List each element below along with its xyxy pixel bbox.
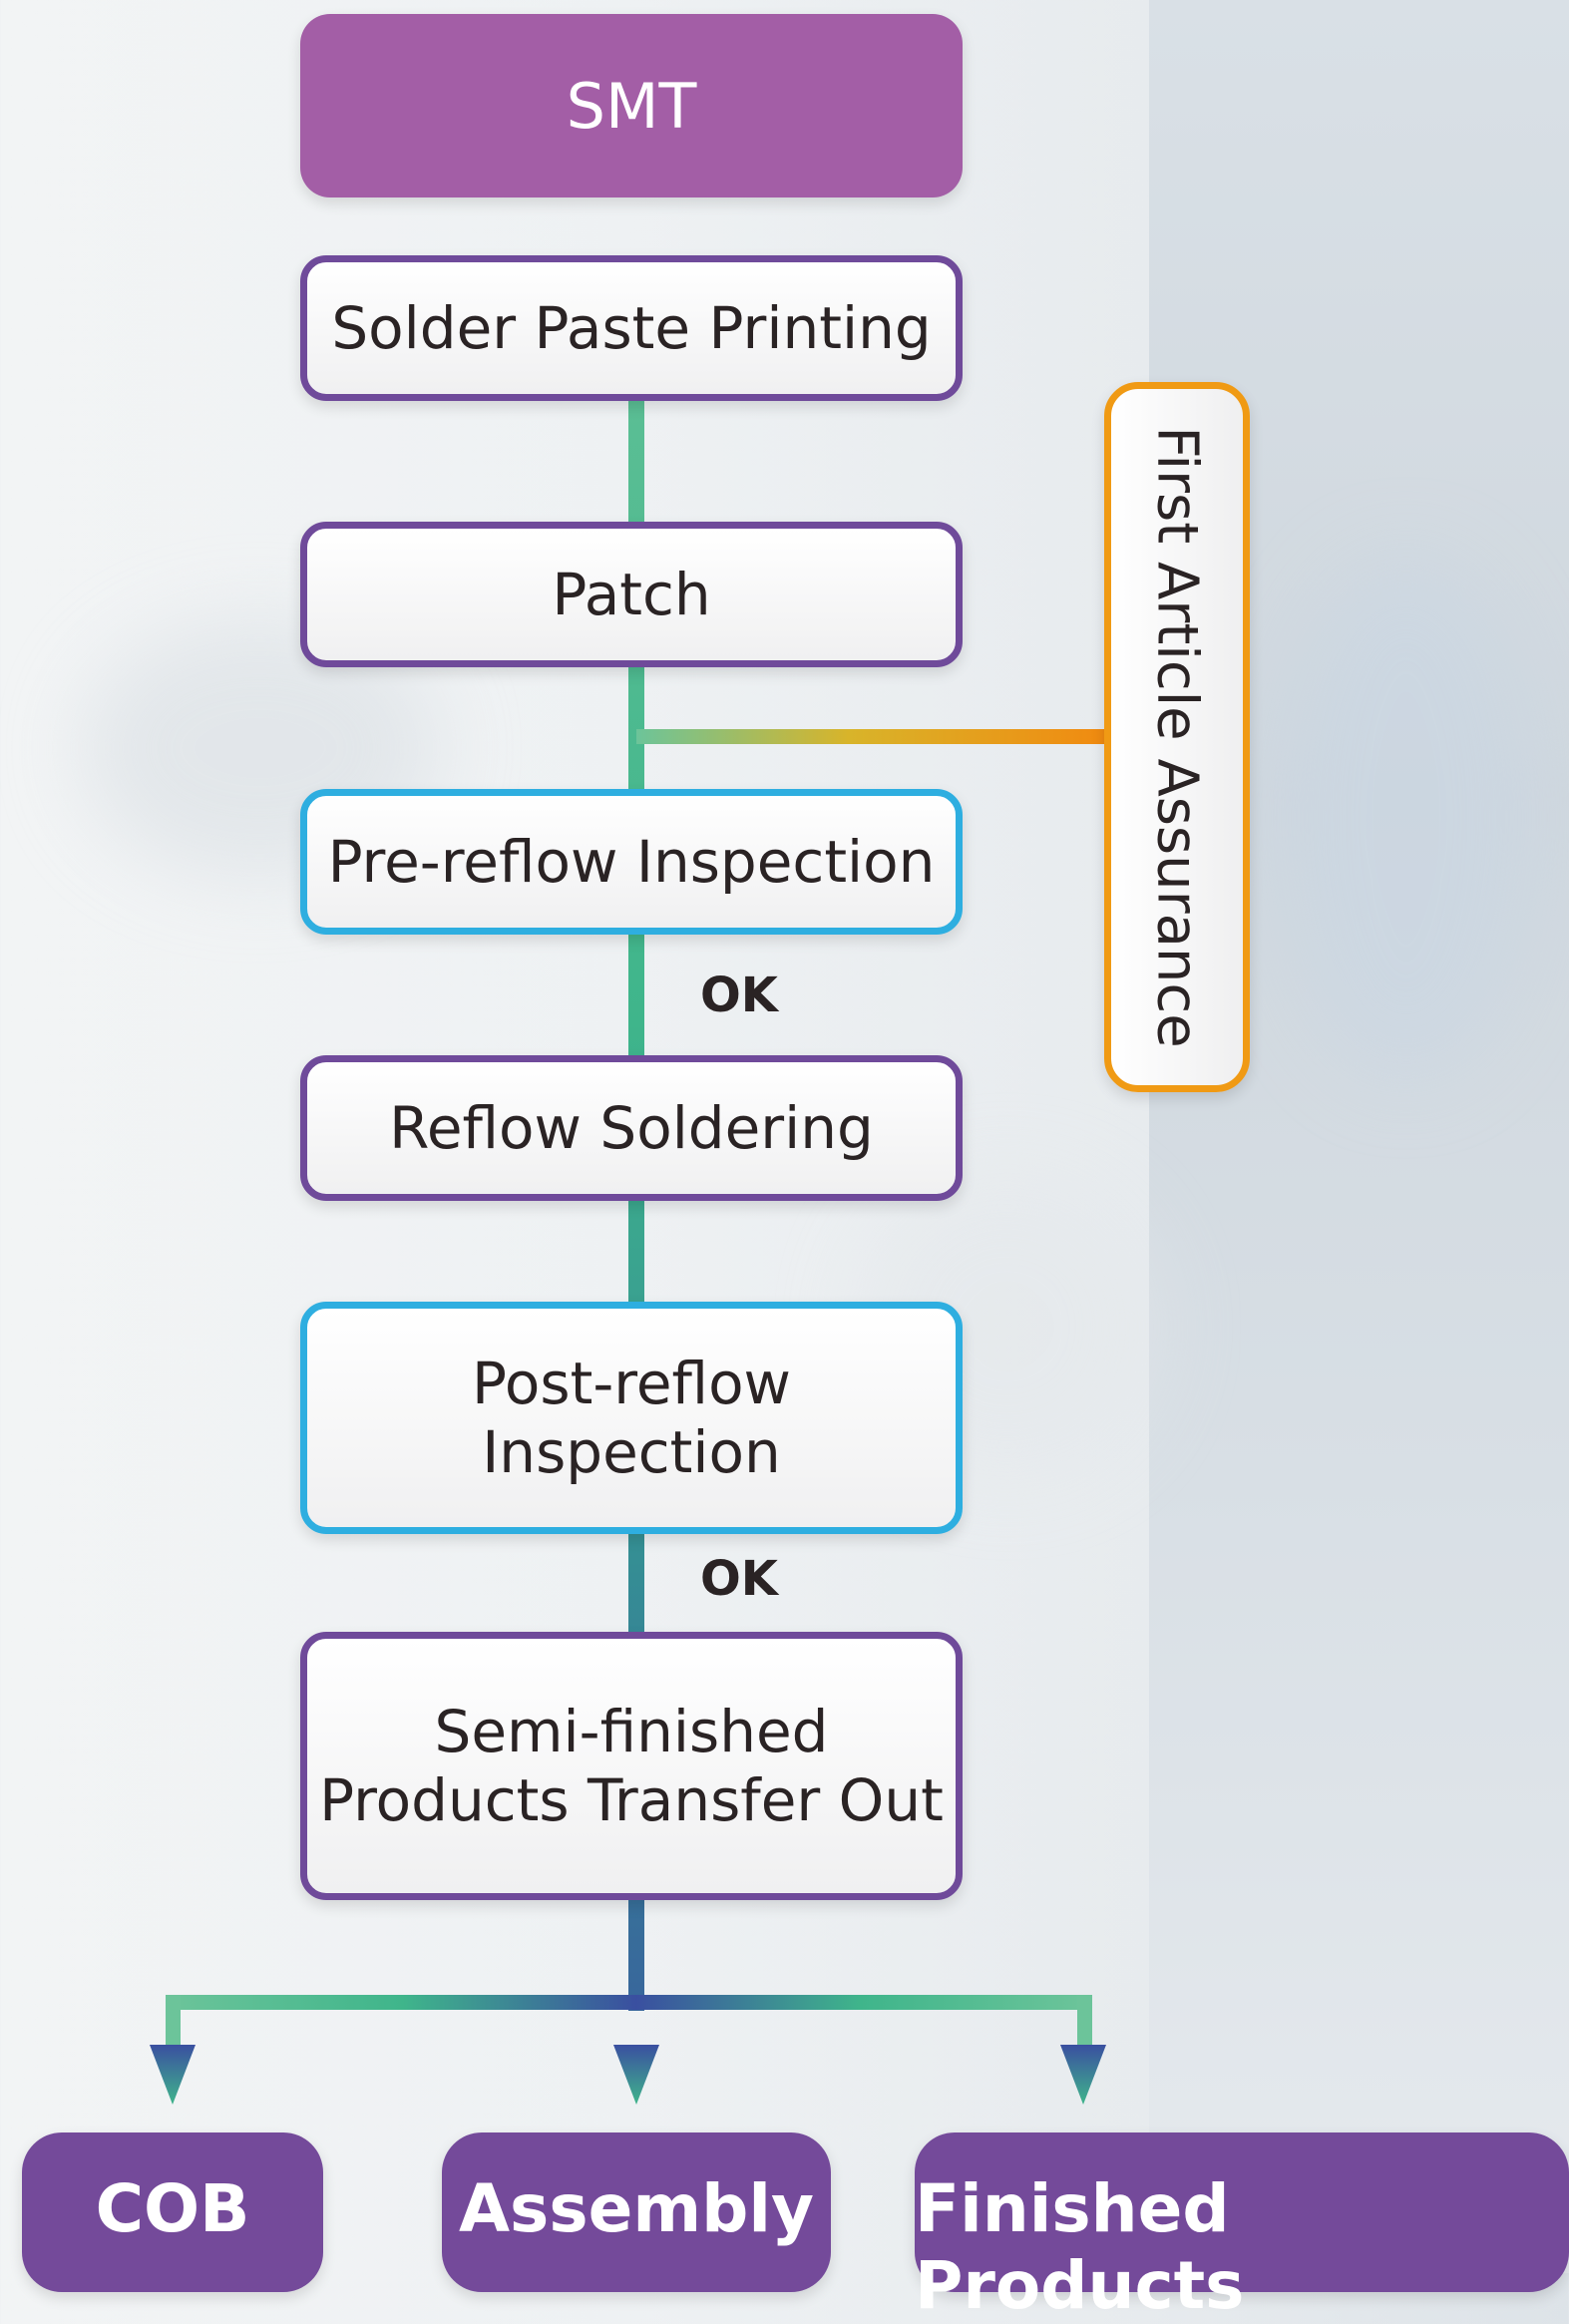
first-article-assurance-box: First Article Assurance xyxy=(1104,382,1250,1092)
smt-header-title: SMT xyxy=(566,69,697,143)
background-right-panel xyxy=(1149,0,1569,2273)
step-pre-reflow-inspection: Pre-reflow Inspection xyxy=(300,789,963,935)
step-semi-finished-transfer-out: Semi-finished Products Transfer Out xyxy=(300,1632,963,1900)
step-label: Post-reflow Inspection xyxy=(472,1350,791,1486)
step-label: Pre-reflow Inspection xyxy=(327,827,936,896)
branch-drop-left xyxy=(166,1995,181,2050)
branch-connector-right xyxy=(636,1995,1090,2010)
output-cob: COB xyxy=(22,2132,323,2292)
step-solder-paste-printing: Solder Paste Printing xyxy=(300,255,963,401)
step-reflow-soldering: Reflow Soldering xyxy=(300,1055,963,1201)
first-article-connector-line xyxy=(636,729,1107,744)
output-finished-products: Finished Products xyxy=(915,2132,1569,2324)
arrow-down-icon xyxy=(150,2045,196,2105)
output-label: Assembly xyxy=(458,2170,815,2247)
ok-label: OK xyxy=(700,968,778,1023)
background-blur xyxy=(1277,559,1536,1077)
step-label: Semi-finished Products Transfer Out xyxy=(319,1698,944,1834)
output-label: COB xyxy=(95,2170,250,2247)
step-label: Solder Paste Printing xyxy=(331,293,932,362)
step-patch: Patch xyxy=(300,522,963,667)
first-article-assurance-label: First Article Assurance xyxy=(1144,426,1210,1048)
branch-connector-left xyxy=(166,1995,636,2010)
arrow-down-icon xyxy=(613,2045,659,2105)
smt-header: SMT xyxy=(300,14,963,197)
ok-label: OK xyxy=(700,1551,778,1607)
output-label: Finished Products xyxy=(915,2170,1245,2324)
arrow-down-icon xyxy=(1060,2045,1106,2105)
branch-drop-right xyxy=(1077,1995,1092,2050)
step-label: Reflow Soldering xyxy=(389,1093,874,1162)
step-post-reflow-inspection: Post-reflow Inspection xyxy=(300,1302,963,1534)
output-assembly: Assembly xyxy=(442,2132,831,2292)
step-label: Patch xyxy=(552,560,711,628)
